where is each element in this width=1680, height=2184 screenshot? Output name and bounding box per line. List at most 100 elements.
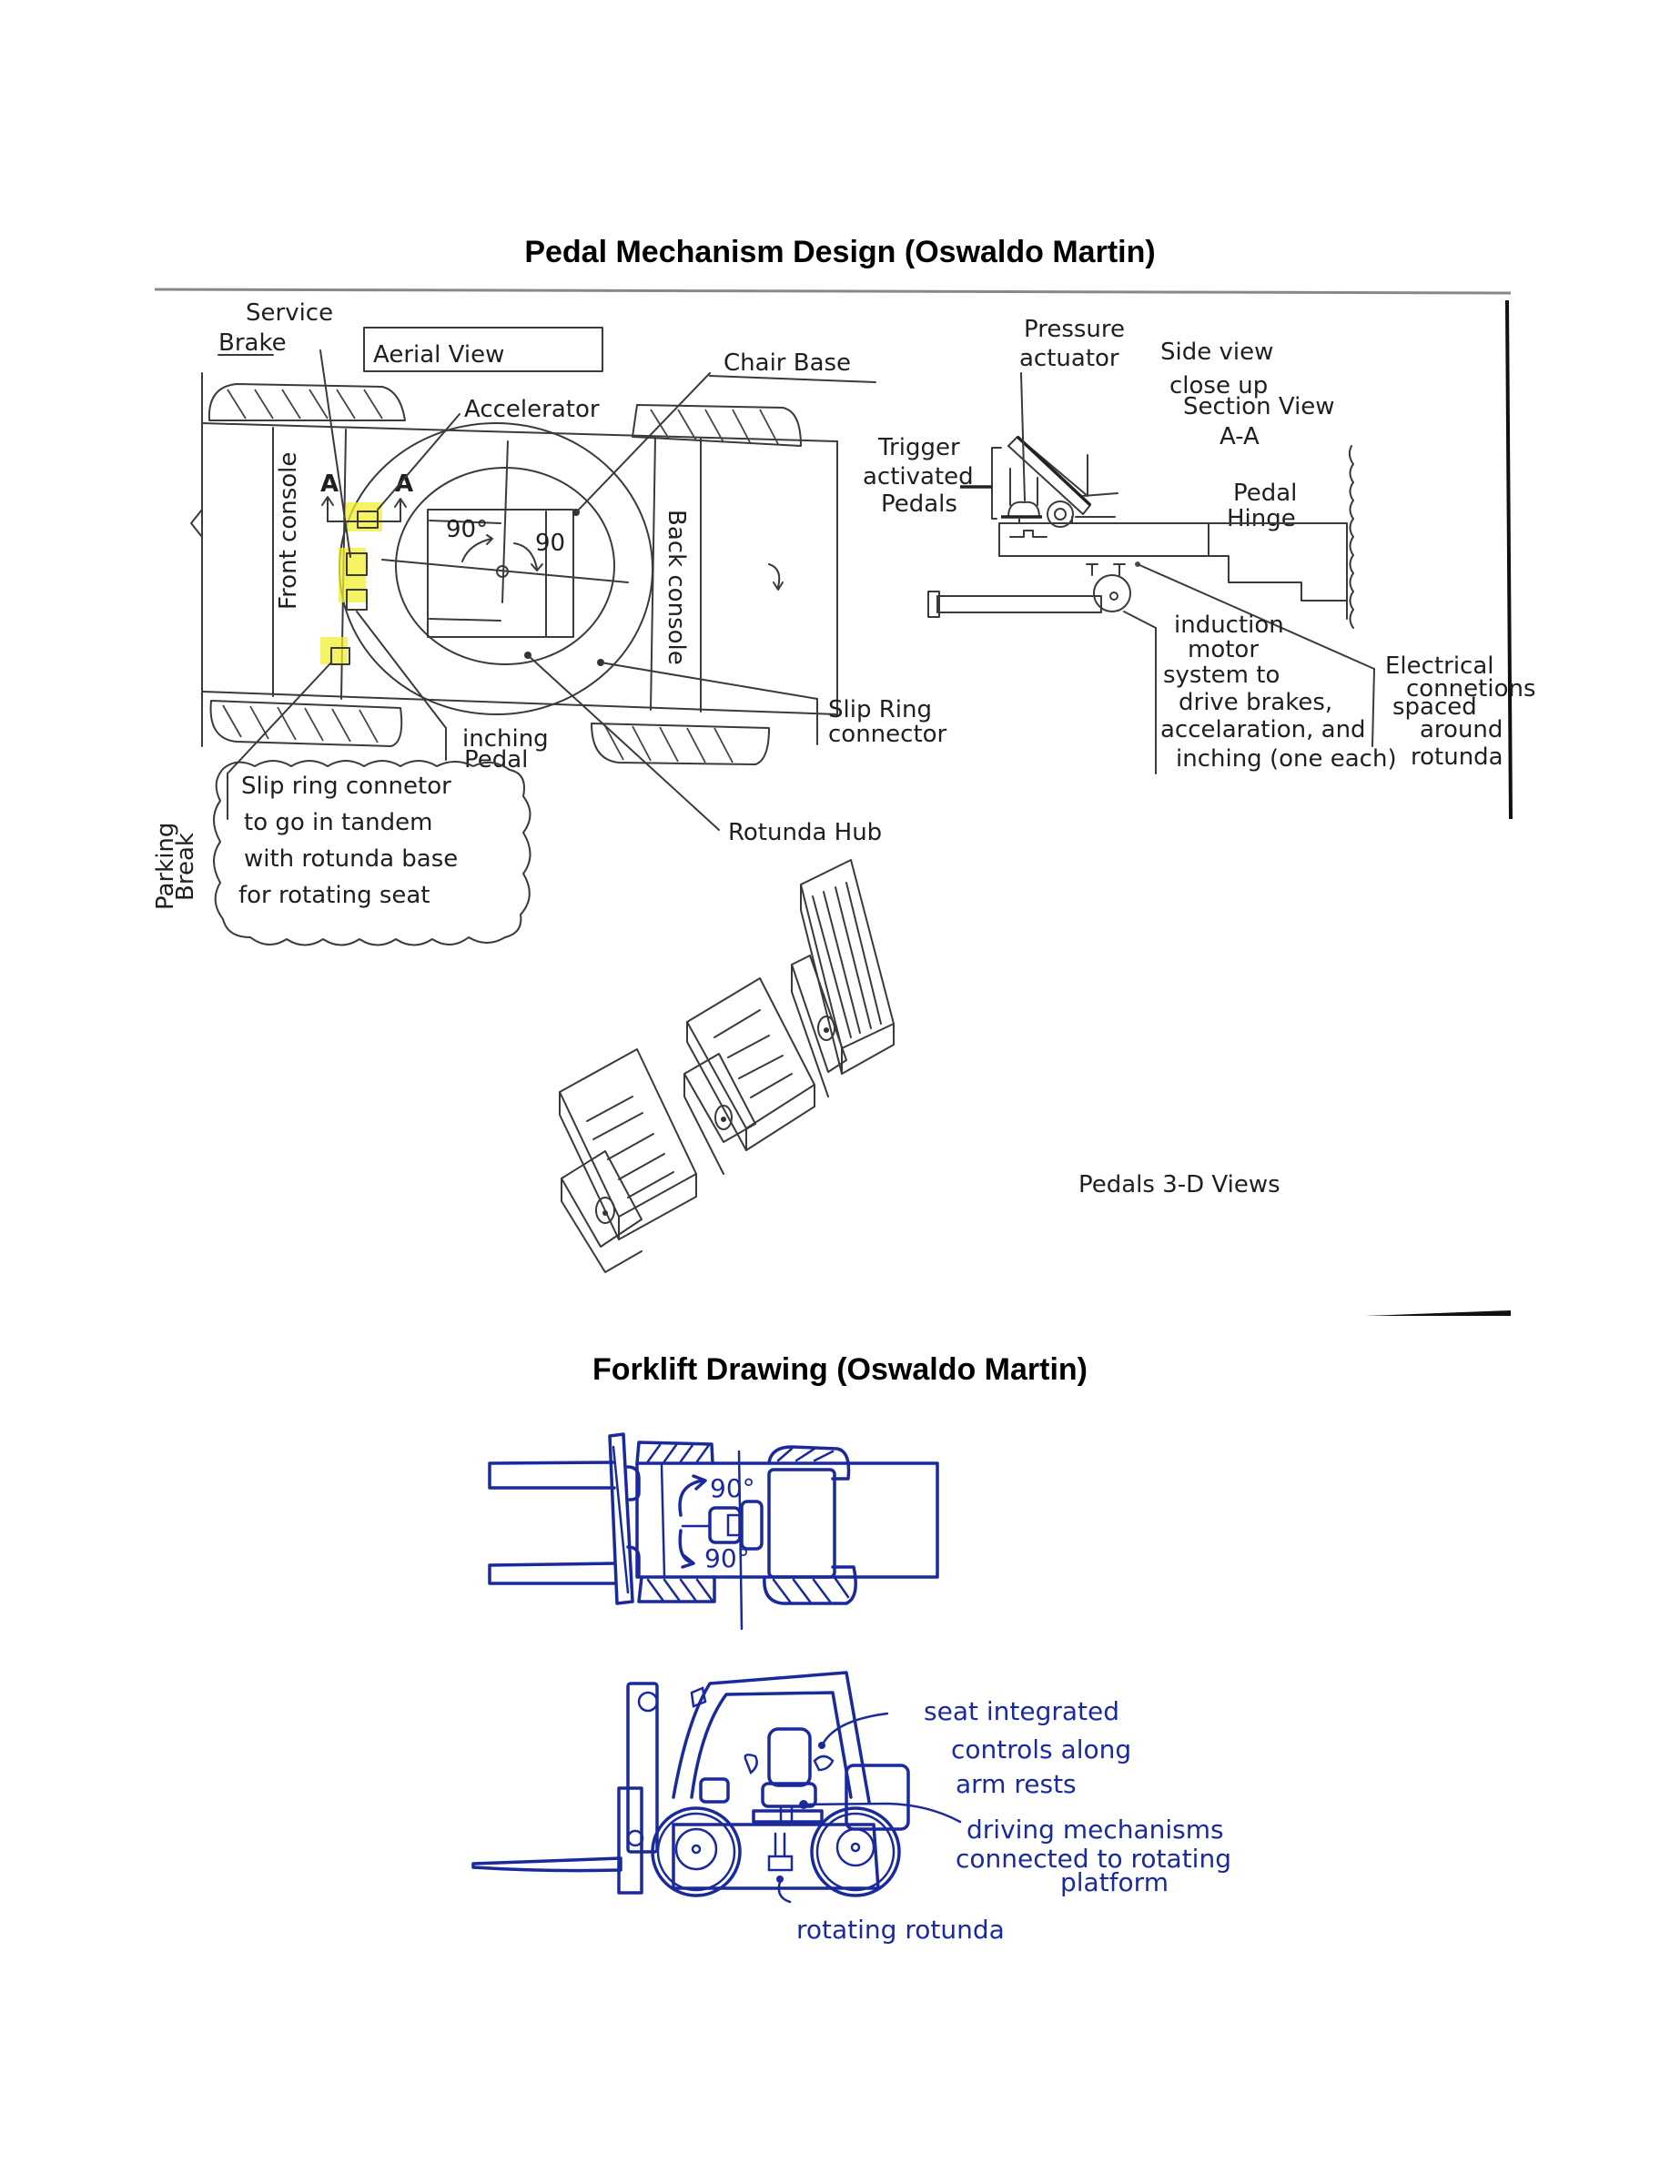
forklift-side-view: seat integrated controls along arm rests…: [471, 1671, 1231, 1945]
pedal-label: Pedal: [1233, 480, 1297, 507]
rotunda-hub: [395, 467, 615, 665]
fork-upper: [488, 1461, 616, 1490]
note-line-2: to go in tandem: [244, 809, 432, 836]
pedals-3d-caption: Pedals 3-D Views: [1078, 1171, 1280, 1198]
chair-base: [427, 509, 574, 638]
hinge-label: Hinge: [1227, 505, 1296, 532]
slip-ring-label-2: connector: [828, 721, 947, 748]
accelerator-label: Accelerator: [464, 396, 600, 423]
trigger-label-1: Trigger: [877, 434, 960, 461]
electrical-note-4: around: [1420, 716, 1503, 743]
paper-top-edge: [154, 288, 1512, 295]
aerial-view-title-box: [363, 327, 603, 372]
forklift-angle-top: 90°: [710, 1473, 755, 1503]
wheel-back-bottom: [591, 723, 770, 765]
pedal-design-heading: Pedal Mechanism Design (Oswaldo Martin): [524, 235, 1156, 269]
side-view-title-3: Section View: [1183, 393, 1335, 420]
side-view-title-1: Side view: [1160, 339, 1273, 366]
service-brake-label-1: Service: [246, 299, 333, 327]
electrical-note-1: Electrical: [1385, 652, 1494, 680]
carriage: [617, 1786, 643, 1895]
induction-motor-icon: [1093, 574, 1131, 612]
forklift-wheels-top: [635, 1441, 857, 1605]
paper-bottom-edge: [1365, 1310, 1511, 1316]
pedal-3d-raised: [791, 859, 895, 1097]
pressure-actuator-label-1: Pressure: [1024, 316, 1125, 343]
parking-brake-label-2: Break: [172, 833, 199, 901]
driving-note-2: connected to rotating: [956, 1844, 1231, 1874]
induction-note-3: system to: [1163, 662, 1280, 689]
hinge-icon: [1047, 500, 1074, 528]
counterweight: [767, 1468, 836, 1579]
electrical-note-2: connetions: [1406, 675, 1536, 703]
induction-note-4: drive brakes,: [1179, 689, 1332, 716]
forklift-drawing-heading: Forklift Drawing (Oswaldo Martin): [592, 1352, 1088, 1387]
accelerator-pedal: [357, 511, 379, 529]
mast-plate: [608, 1432, 634, 1605]
pedals-3d-drawing: Pedals 3-D Views: [559, 859, 1280, 1273]
pedal-3d-flat: [559, 1048, 697, 1273]
slip-ring-label-1: Slip Ring: [828, 696, 932, 723]
trigger-label-3: Pedals: [881, 490, 957, 518]
wheel-front-bottom: [209, 700, 403, 747]
pedal-3d-mid: [683, 977, 815, 1175]
driving-mechanisms-leader: [802, 1802, 962, 1824]
pressure-actuator-label-2: actuator: [1019, 345, 1119, 372]
rotate-cw-arrow: [678, 1479, 704, 1517]
paper-right-edge: [1505, 299, 1513, 820]
side-fork: [471, 1856, 622, 1873]
forklift-top-view: 90° 90°: [488, 1432, 939, 1631]
motor-shaft: [936, 595, 1102, 613]
overhead-guard: [672, 1671, 871, 1804]
side-view-title-2: close up: [1169, 372, 1268, 399]
side-counterweight: [845, 1764, 910, 1831]
induction-note-6: inching (one each): [1176, 745, 1397, 773]
seat-top: [708, 1506, 742, 1544]
driving-note-1: driving mechanisms: [967, 1815, 1224, 1845]
note-cloud: [213, 760, 531, 946]
seat-controls-leader: [822, 1712, 889, 1744]
mast: [626, 1682, 659, 1854]
service-brake-label-2: Brake: [218, 329, 287, 357]
rotate-right-arrow: [513, 542, 538, 570]
induction-note-2: motor: [1188, 636, 1259, 663]
note-line-3: with rotunda base: [244, 845, 458, 873]
parking-brake-pedal: [330, 647, 350, 665]
pedal-highlights: [320, 502, 382, 664]
note-line-1: Slip ring connetor: [241, 773, 451, 800]
rotunda-outer-ring: [339, 422, 653, 715]
seat-controls-note-1: seat integrated: [924, 1696, 1119, 1726]
side-view-title-4: A-A: [1220, 423, 1260, 450]
front-console-label: Front console: [275, 452, 302, 610]
rotate-left-arrow: [461, 538, 492, 562]
seat-controls-note-2: controls along: [951, 1734, 1131, 1764]
section-a-right-label: A: [395, 470, 413, 498]
back-console-label: Back console: [663, 510, 690, 665]
side-seat: [767, 1727, 812, 1787]
note-line-4: for rotating seat: [238, 882, 430, 909]
fork-lower: [488, 1562, 616, 1585]
aerial-view-title: Aerial View: [373, 341, 504, 369]
wheel-back-top: [632, 404, 802, 447]
inching-pedal-label-2: Pedal: [464, 746, 528, 774]
induction-note-5: accelaration, and: [1160, 716, 1366, 743]
forklift-body: [635, 1461, 939, 1579]
inching-pedal-label-1: inching: [462, 725, 549, 753]
induction-note-1: induction: [1174, 612, 1284, 639]
service-brake-pedal: [346, 552, 368, 576]
rotating-rotunda-note: rotating rotunda: [796, 1915, 1005, 1945]
forklift-angle-bottom: 90°: [704, 1543, 750, 1573]
rotunda-hub-label: Rotunda Hub: [728, 819, 882, 846]
angle-left-label: 90°: [446, 516, 488, 543]
aerial-view-drawing: 90° 90 A A Front console Back console: [152, 299, 947, 946]
trigger-label-2: activated: [863, 463, 974, 490]
electrical-note-3: spaced: [1392, 693, 1477, 721]
angle-right-label: 90: [535, 530, 565, 557]
rotunda-leader: [777, 1880, 792, 1904]
rotating-platform: [752, 1809, 824, 1824]
chair-base-label: Chair Base: [724, 349, 851, 377]
seat-controls-note-3: arm rests: [956, 1769, 1077, 1799]
inching-pedal: [346, 589, 368, 611]
electrical-note-5: rotunda: [1411, 743, 1503, 771]
